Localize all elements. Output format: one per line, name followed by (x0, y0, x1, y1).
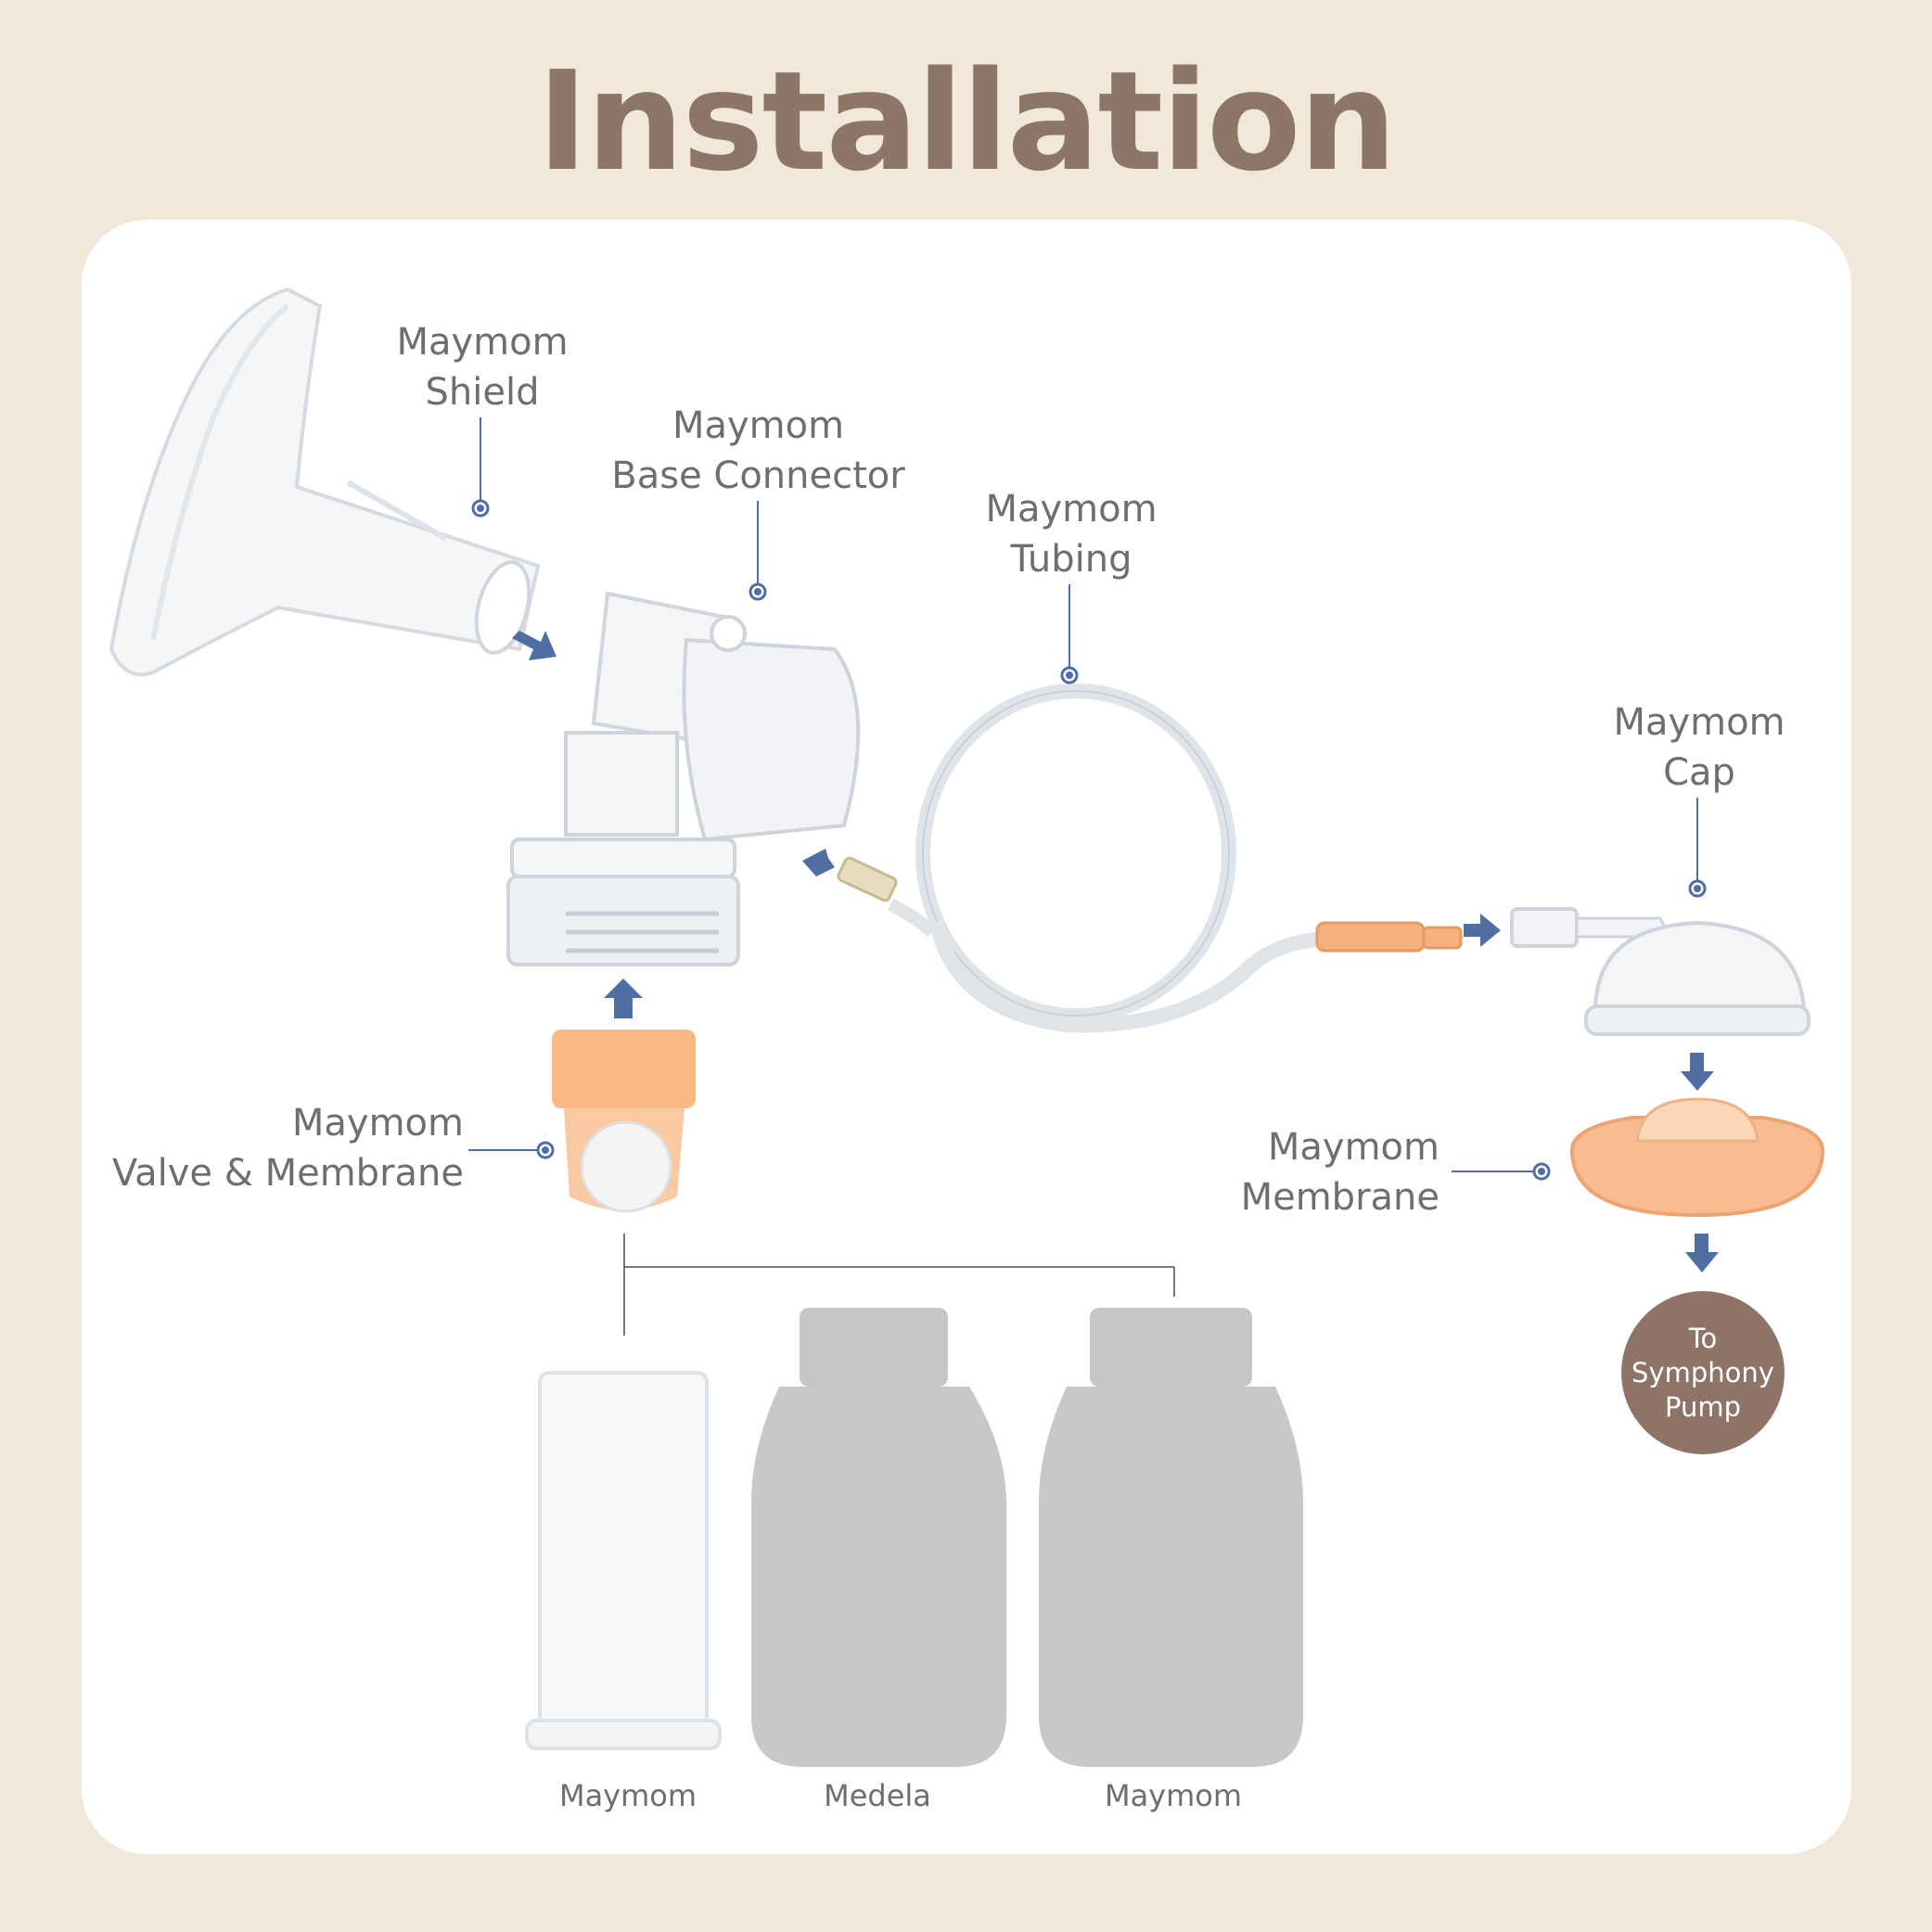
bottle-caption-maymom-bottle: Maymom (1104, 1778, 1243, 1813)
arrow-shield-to-connector (512, 631, 557, 660)
membrane-image (1569, 1097, 1825, 1218)
leader-dots (471, 499, 1707, 1181)
cap-label-line2: Cap (1663, 751, 1735, 794)
arrow-tubing-to-cap (1464, 914, 1501, 947)
membrane-label-line1: Maymom (1267, 1126, 1439, 1169)
page-title: Installation (537, 42, 1397, 201)
base-connector-label-line1: Maymom (672, 404, 845, 447)
cap-label-line1: Maymom (1613, 701, 1785, 744)
base-connector-image (506, 591, 861, 966)
arrow-cap-down (1681, 1053, 1714, 1091)
arrow-tubing-to-connector (802, 849, 835, 876)
pump-line2: Symphony (1631, 1356, 1774, 1388)
tubing-label-line2: Tubing (1010, 538, 1132, 581)
bottle-caption-medela: Medela (824, 1778, 931, 1813)
arrow-membrane-down (1685, 1234, 1719, 1273)
cap-image (1510, 907, 1810, 1036)
membrane-label: Maymom Membrane (1206, 1122, 1439, 1222)
maymom-bottle-image (1039, 1308, 1303, 1767)
arrow-valve-up (604, 979, 643, 1018)
to-symphony-pump-badge: To Symphony Pump (1621, 1291, 1785, 1454)
pump-line3: Pump (1664, 1390, 1741, 1423)
valve-label-line2: Valve & Membrane (111, 1152, 464, 1195)
tubing-label-line1: Maymom (985, 488, 1158, 531)
shield-image (109, 287, 541, 677)
shield-label: Maymom Shield (371, 317, 594, 417)
shield-label-line1: Maymom (396, 321, 569, 364)
cap-label: Maymom Cap (1588, 697, 1810, 798)
valve-image (552, 1030, 696, 1213)
maymom-tube-image (525, 1371, 722, 1750)
leader-lines (468, 417, 1698, 1336)
valve-label-line1: Maymom (291, 1102, 464, 1145)
valve-label: Maymom Valve & Membrane (93, 1098, 464, 1198)
leader-dot-centers (477, 505, 1701, 1175)
membrane-label-line2: Membrane (1240, 1176, 1439, 1219)
pump-line1: To (1688, 1322, 1718, 1354)
bottle-caption-maymom-tube: Maymom (558, 1778, 697, 1813)
base-connector-label-line2: Base Connector (611, 454, 905, 497)
tubing-label: Maymom Tubing (960, 484, 1183, 584)
tubing-image (837, 684, 1463, 1033)
base-connector-label: Maymom Base Connector (594, 401, 923, 501)
shield-label-line2: Shield (425, 371, 540, 414)
medela-bottle-image (751, 1308, 1006, 1767)
